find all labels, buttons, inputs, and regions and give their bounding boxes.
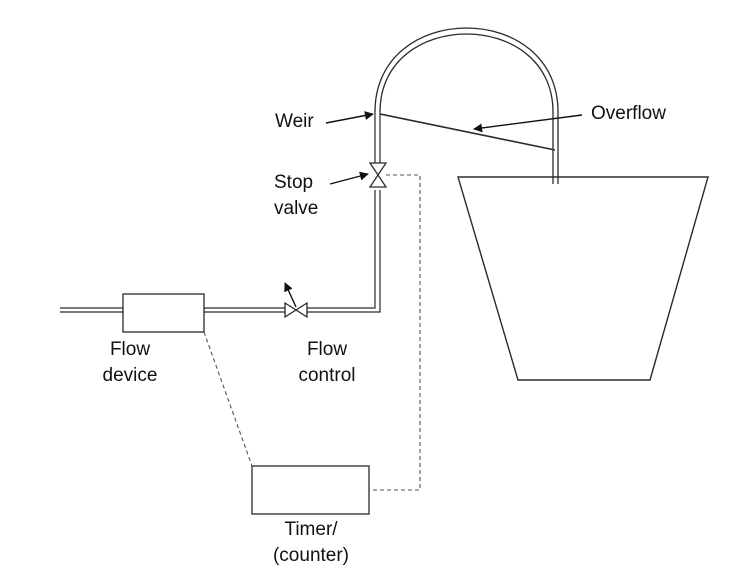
weir-arrow — [325, 111, 374, 124]
flow-device-label-line2: device — [102, 365, 158, 386]
signal-line-stop-valve — [369, 174, 421, 491]
stop-valve-label-line2: valve — [274, 198, 319, 219]
collection-tank — [457, 176, 709, 381]
stop-valve-icon — [368, 162, 388, 188]
flow-control-label-line2: control — [298, 365, 356, 386]
riser-pipe — [374, 112, 381, 163]
timer-label-line2: (counter) — [272, 545, 350, 566]
flow-control-valve-icon — [284, 301, 308, 319]
overflow-label: Overflow — [591, 103, 666, 124]
signal-line-flow-device — [203, 331, 253, 467]
stop-valve-arrow — [329, 171, 369, 185]
overflow-arrow — [473, 114, 583, 133]
stop-valve-label-line1: Stop — [274, 172, 314, 193]
timer-counter-box — [251, 465, 370, 515]
inlet-pipe — [60, 190, 381, 313]
weir-label: Weir — [275, 111, 314, 132]
flow-device-label-line1: Flow — [109, 339, 151, 360]
flow-control-arrow — [284, 282, 297, 308]
timer-label-line1: Timer/ — [284, 519, 338, 540]
flow-device-box — [122, 293, 205, 333]
flow-control-label-line1: Flow — [306, 339, 348, 360]
weir-line — [379, 113, 556, 151]
arch-pipe — [374, 27, 559, 184]
